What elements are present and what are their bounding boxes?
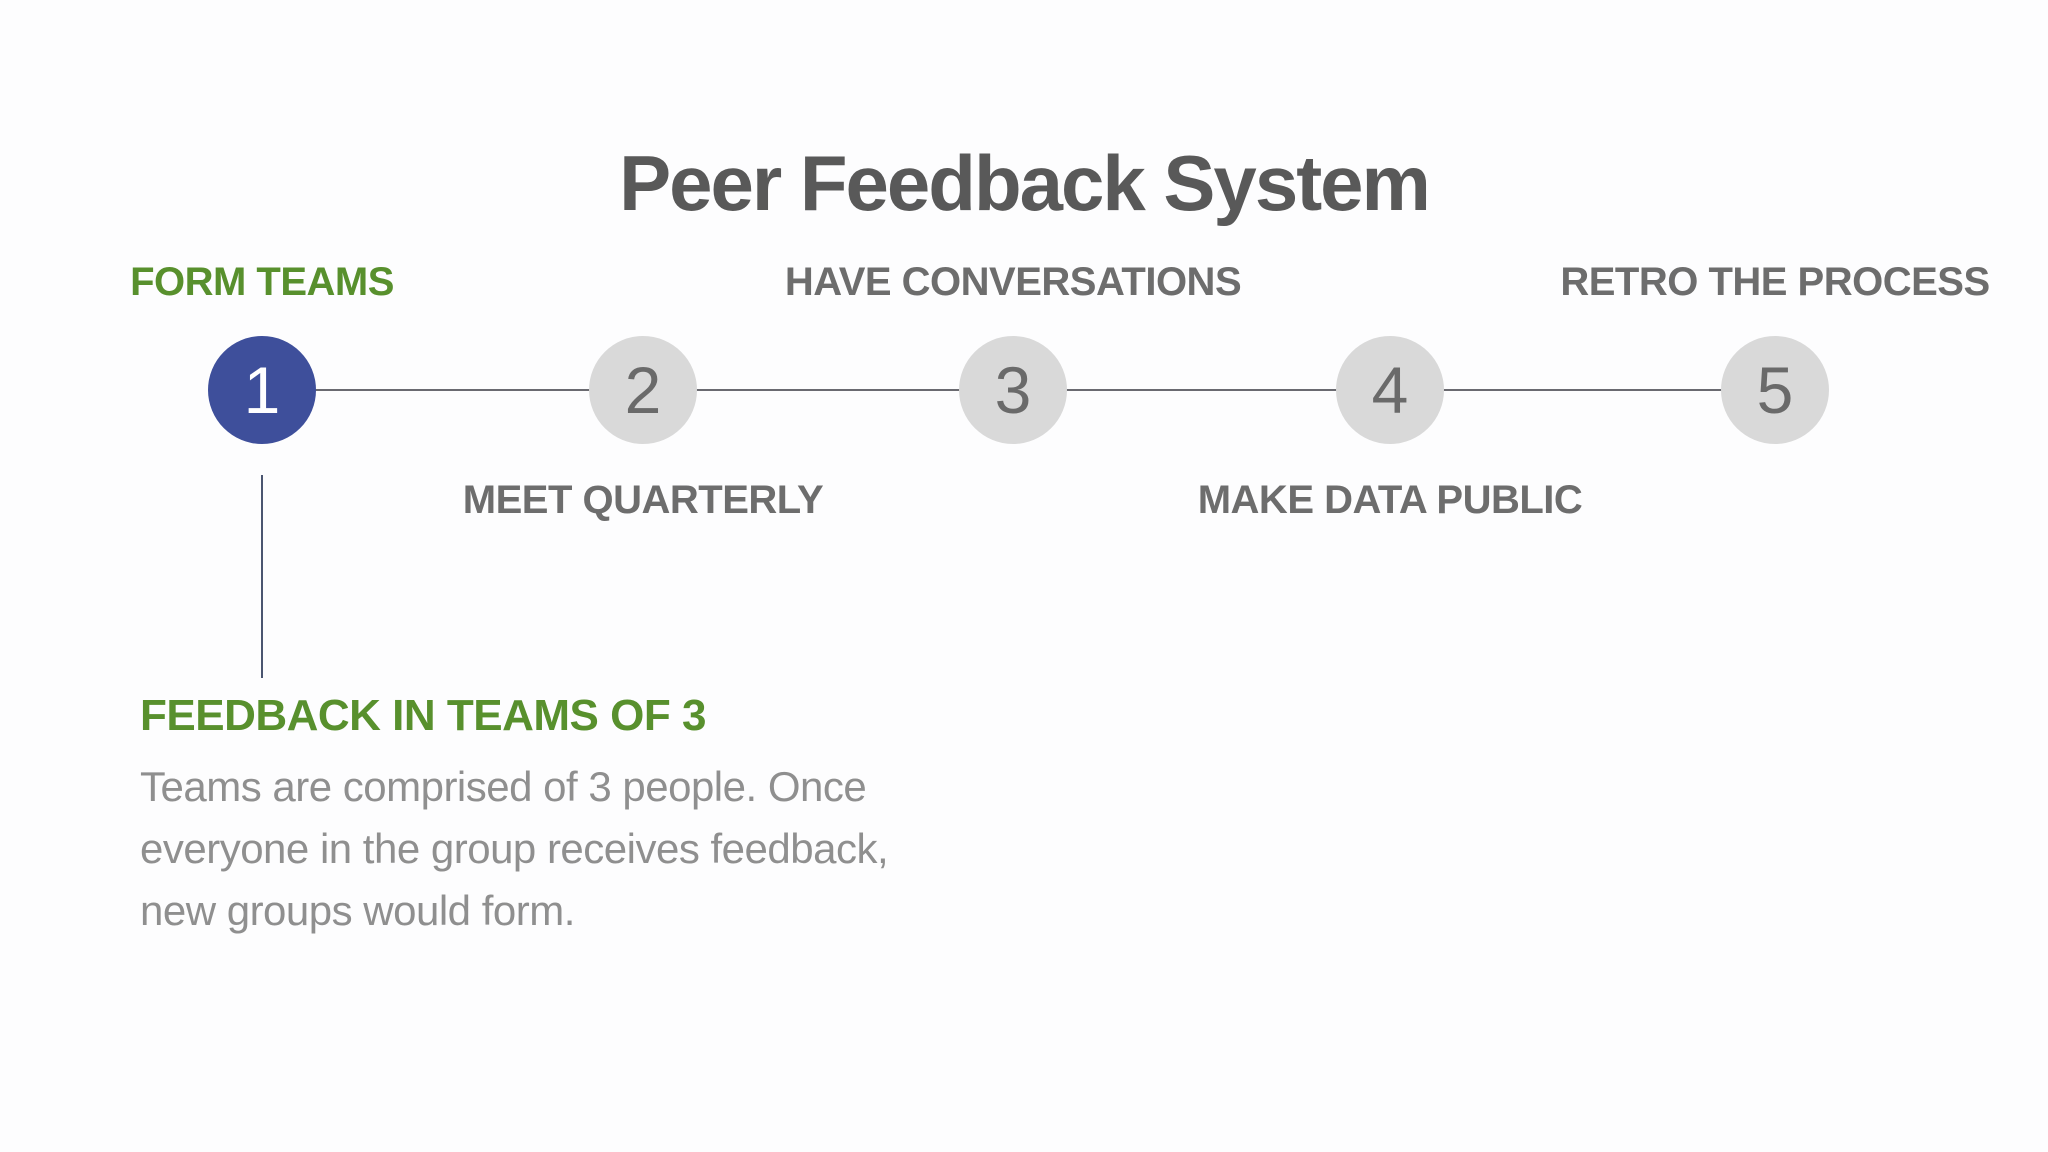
step-label-make-data-public: MAKE DATA PUBLIC <box>1197 478 1583 522</box>
detail-body-text: Teams are comprised of 3 people. Once ev… <box>140 763 889 934</box>
step-circle-3: 3 <box>959 336 1067 444</box>
step-circle-2: 2 <box>589 336 697 444</box>
step-circle-1: 1 <box>208 336 316 444</box>
step-label-have-conversations: HAVE CONVERSATIONS <box>784 260 1242 304</box>
detail-heading: FEEDBACK IN TEAMS OF 3 <box>140 691 706 740</box>
step-label-meet-quarterly: MEET QUARTERLY <box>462 478 824 522</box>
step-circle-5: 5 <box>1721 336 1829 444</box>
step1-detail-connector-line <box>261 475 263 678</box>
page-title: Peer Feedback System <box>619 139 1431 228</box>
step-circle-4: 4 <box>1336 336 1444 444</box>
step-label-retro-the-process: RETRO THE PROCESS <box>1560 260 1990 304</box>
step-label-form-teams: FORM TEAMS <box>130 260 394 304</box>
